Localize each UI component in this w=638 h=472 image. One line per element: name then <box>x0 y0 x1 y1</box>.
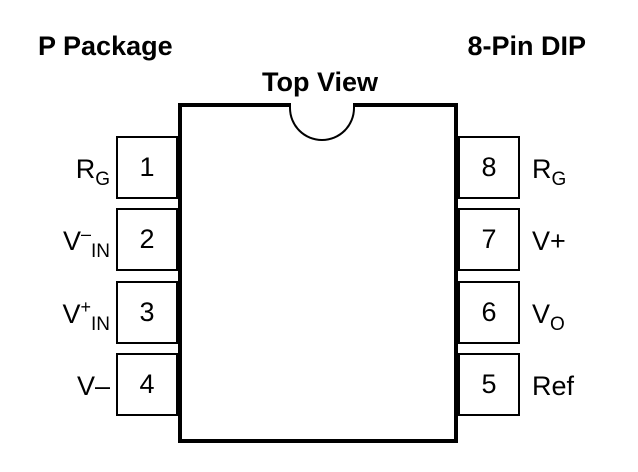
pin-8-label-sub: G <box>551 169 567 190</box>
pin-4-box: 4 <box>116 353 178 416</box>
pin-6-label: VO <box>532 299 565 335</box>
pin-3-label-sub: IN <box>91 314 110 335</box>
pin1-notch <box>289 103 355 141</box>
pin-1-label-sub: G <box>95 169 110 190</box>
view-title: Top View <box>261 67 378 97</box>
pin-5-number: 5 <box>481 369 497 399</box>
pin-2-box: 2 <box>116 208 178 271</box>
pin-8-box: 8 <box>458 136 520 199</box>
package-title: P Package <box>38 31 173 61</box>
pin-1-label-main: R <box>75 154 96 184</box>
pin-2-label-main: V <box>62 226 81 256</box>
pin-3-label: V+IN <box>62 298 110 334</box>
pin-5-label-main: Ref <box>532 371 575 401</box>
pin-8-label-main: R <box>532 154 552 184</box>
pin-3-number: 3 <box>139 297 155 327</box>
pin-3-box: 3 <box>116 281 178 344</box>
pin-4-label: V– <box>77 373 110 400</box>
pin-2-number: 2 <box>139 224 155 254</box>
pin-5-label: Ref <box>532 373 574 400</box>
pin-7-label-main: V+ <box>532 226 566 256</box>
pin-1-number: 1 <box>139 152 155 182</box>
pin-4-number: 4 <box>139 369 155 399</box>
pin-3-label-main: V <box>62 299 81 329</box>
pin-3-label-sup: + <box>80 297 91 317</box>
pin-8-number: 8 <box>481 152 497 182</box>
pin-6-box: 6 <box>458 281 520 344</box>
pin-2-label: V–IN <box>62 225 110 261</box>
pin-4-label-main: V– <box>76 371 110 401</box>
pin-6-label-main: V <box>532 299 551 329</box>
pin-7-number: 7 <box>481 224 497 254</box>
pin-7-label: V+ <box>532 228 566 255</box>
pin-1-box: 1 <box>116 136 178 199</box>
pin-6-label-sub: O <box>550 314 565 335</box>
pin-1-label: RG <box>75 154 110 190</box>
package-type: 8-Pin DIP <box>467 31 586 61</box>
pin-6-number: 6 <box>481 297 497 327</box>
pin-5-box: 5 <box>458 353 520 416</box>
pin-2-label-sup: – <box>80 224 91 244</box>
pin-7-box: 7 <box>458 208 520 271</box>
pin-8-label: RG <box>532 154 566 190</box>
chip-body <box>178 103 458 443</box>
pin-2-label-sub: IN <box>91 241 110 262</box>
